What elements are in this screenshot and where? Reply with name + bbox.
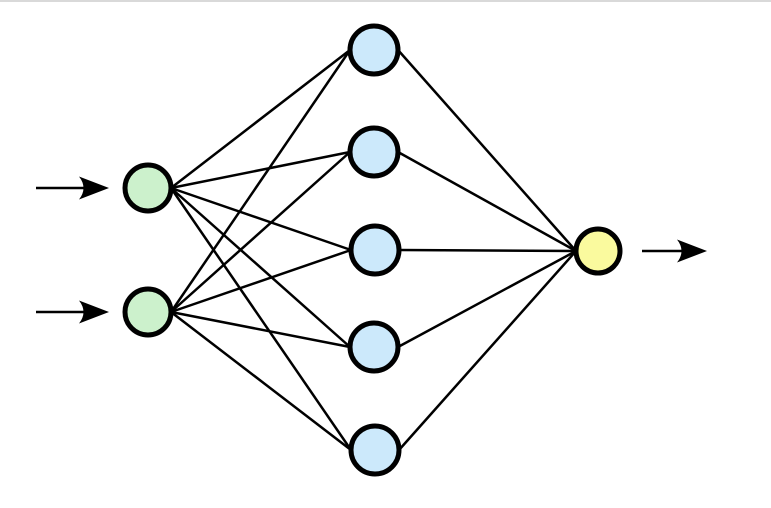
hidden-node-h4 [347,320,401,374]
input-arrow-1 [36,176,109,200]
edge-in1-h3 [170,186,352,252]
hidden-node-h3 [348,223,402,277]
edge-h3-out1 [398,248,577,253]
edge-in1-h2 [170,150,351,190]
edge-in1-h5 [169,187,353,451]
hidden-node-h2 [347,125,401,179]
output-node-out1 [573,226,623,276]
output-arrow-head [677,239,707,263]
edge-in2-h4 [170,310,351,349]
edge-in2-h3 [170,248,352,314]
hidden-node-h5 [348,423,402,477]
arrows-group [36,176,707,324]
edges-group [169,49,577,451]
top-border-line [0,0,771,2]
edge-in2-h5 [170,311,352,451]
hidden-node-h1 [347,23,401,77]
input-arrow-2 [36,300,109,324]
output-arrow [642,239,707,263]
edge-in2-h1 [169,49,352,313]
edge-h2-out1 [397,150,577,253]
edge-in2-h2 [170,151,351,313]
edge-h1-out1 [397,49,577,252]
input-node-in2 [122,286,174,338]
edge-in1-h1 [170,49,351,189]
input-arrow-1-head [79,176,109,200]
edge-h5-out1 [398,250,577,451]
nodes-group [122,23,623,477]
edge-in1-h4 [170,187,351,348]
edge-h4-out1 [397,249,577,349]
input-node-in1 [122,162,174,214]
input-arrow-2-head [79,300,109,324]
